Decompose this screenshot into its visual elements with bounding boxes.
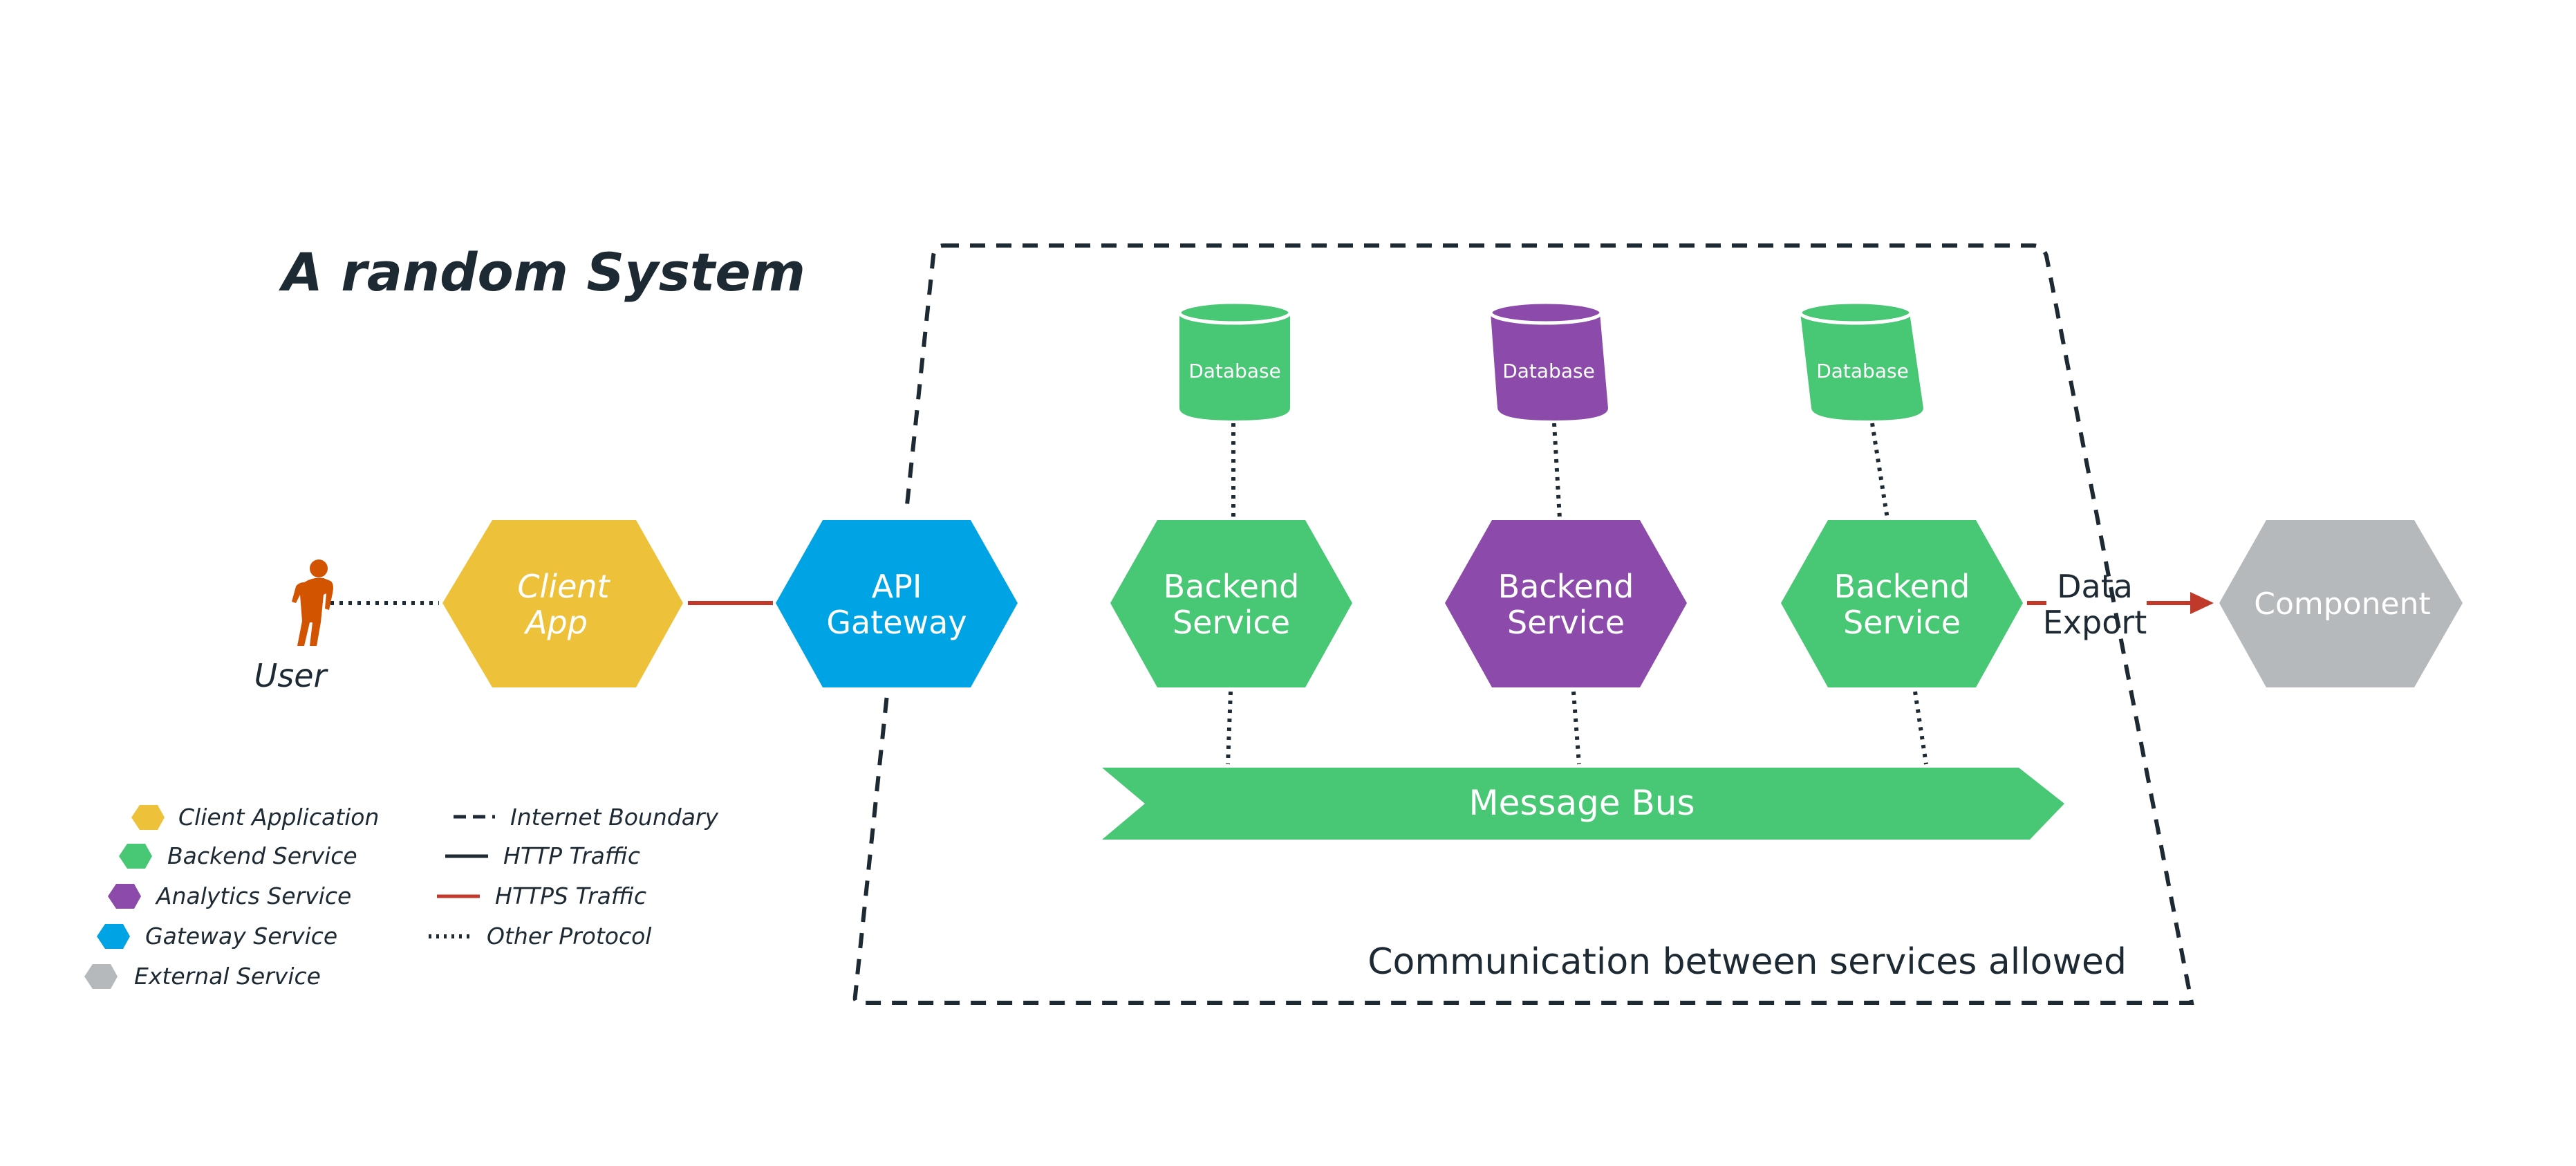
legend-gateway-swatch: [97, 924, 130, 949]
database-1[interactable]: Database: [1177, 300, 1292, 420]
analytics-service-hexagon: [1445, 520, 1687, 687]
analytics-service-label-line1: Backend: [1498, 568, 1634, 605]
legend-backend-label: Backend Service: [167, 842, 357, 869]
message-bus-shape: [1102, 768, 2064, 840]
backend-service-1-label-line1: Backend: [1164, 568, 1300, 605]
backend-service-1-label-line2: Service: [1173, 604, 1290, 641]
backend-service-1-node[interactable]: Backend Service: [1110, 520, 1352, 687]
database-2-top: [1488, 300, 1603, 325]
api-gateway-hexagon: [776, 520, 1018, 687]
legend-https-label: HTTPS Traffic: [495, 882, 646, 909]
client-app-hexagon: [442, 520, 683, 687]
backend-service-3-label-line1: Backend: [1834, 568, 1970, 605]
connector-service2-bus: [1571, 691, 1581, 765]
external-component-node[interactable]: Component: [2219, 520, 2463, 687]
export-arrowhead: [2190, 592, 2214, 614]
legend-external-label: External Service: [134, 963, 321, 990]
legend-external-swatch: [84, 964, 118, 989]
legend-gateway-label: Gateway Service: [145, 923, 337, 950]
legend-other-protocol-label: Other Protocol: [487, 923, 651, 950]
legend-client-swatch: [131, 805, 165, 830]
connector-db3-service3: [1870, 423, 1889, 519]
backend-service-3-hexagon: [1781, 520, 2023, 687]
legend-analytics-label: Analytics Service: [155, 882, 351, 909]
database-1-top: [1177, 300, 1292, 325]
client-app-label-line1: Client: [517, 568, 610, 605]
diagram-title: A random System: [279, 241, 805, 303]
analytics-service-label-line2: Service: [1507, 604, 1625, 641]
legend-client-label: Client Application: [178, 804, 379, 831]
database-3[interactable]: Database: [1798, 300, 1923, 420]
connector-service1-bus: [1226, 691, 1233, 765]
api-gateway-node[interactable]: API Gateway: [776, 520, 1018, 687]
data-export-label-line2: Export: [2043, 604, 2147, 641]
legend-backend-swatch: [119, 844, 152, 869]
backend-service-3-node[interactable]: Backend Service: [1781, 520, 2023, 687]
database-3-label: Database: [1816, 360, 1909, 382]
message-bus[interactable]: Message Bus: [1102, 768, 2064, 840]
database-2[interactable]: Database: [1488, 300, 1608, 420]
external-component-hexagon: [2219, 520, 2463, 687]
analytics-service-node[interactable]: Backend Service: [1445, 520, 1687, 687]
data-export-label-line1: Data: [2057, 568, 2133, 605]
legend: Client Application Backend Service Analy…: [84, 804, 718, 990]
legend-http-label: HTTP Traffic: [503, 842, 640, 869]
connector-service3-bus: [1913, 691, 1928, 765]
backend-service-3-label-line2: Service: [1843, 604, 1961, 641]
client-app-node[interactable]: Client App: [442, 520, 683, 687]
api-gateway-label-line1: API: [872, 568, 922, 605]
database-2-label: Database: [1502, 360, 1595, 382]
api-gateway-label-line2: Gateway: [826, 604, 967, 641]
user-icon: [292, 559, 333, 646]
database-1-label: Database: [1188, 360, 1281, 382]
message-bus-label: Message Bus: [1468, 783, 1695, 823]
connector-db2-service2: [1552, 423, 1562, 519]
client-app-label-line2: App: [523, 604, 588, 641]
legend-analytics-swatch: [108, 884, 141, 909]
database-3-top: [1798, 300, 1913, 325]
external-component-label: Component: [2254, 586, 2430, 622]
boundary-caption: Communication between services allowed: [1368, 941, 2127, 983]
user-label: User: [254, 657, 329, 694]
backend-service-1-hexagon: [1110, 520, 1352, 687]
legend-internet-boundary-label: Internet Boundary: [510, 804, 718, 831]
